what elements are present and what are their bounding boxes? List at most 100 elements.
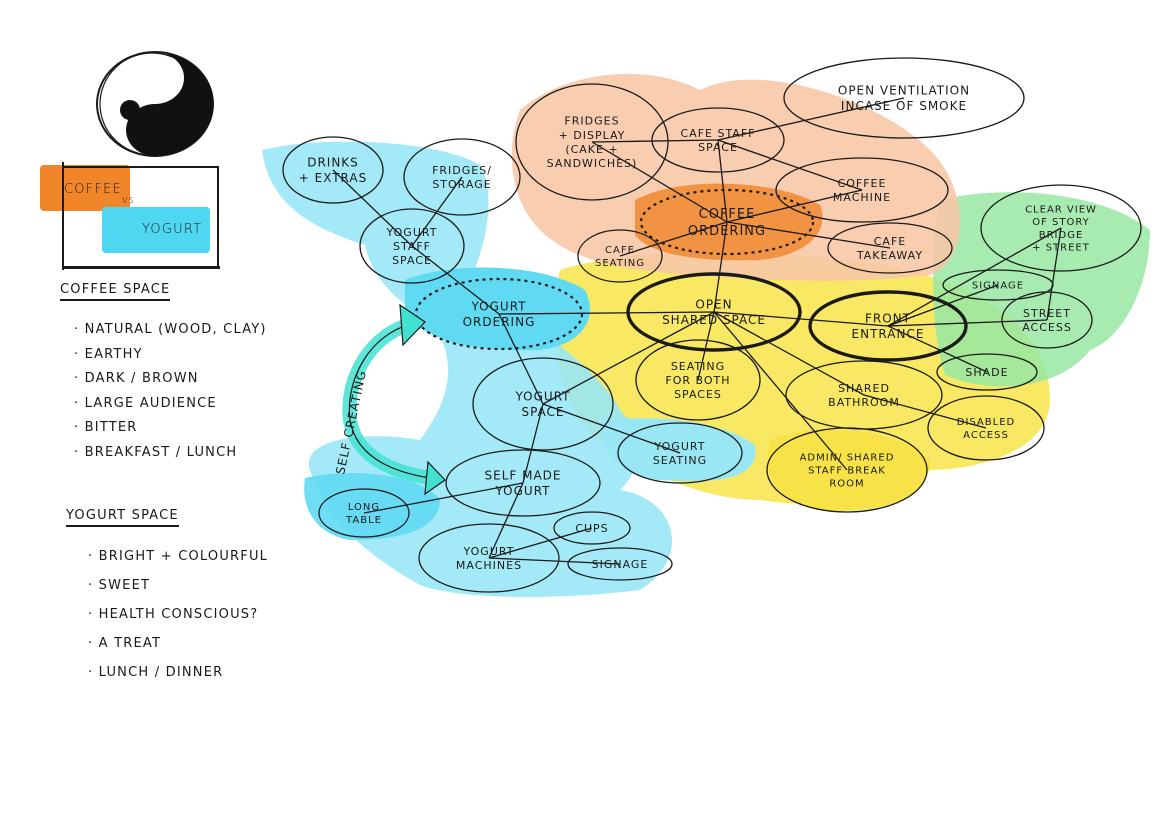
node-label: SPACES bbox=[674, 388, 722, 401]
connections bbox=[332, 97, 1062, 565]
shared-wash-2 bbox=[767, 429, 930, 511]
node-outline bbox=[577, 229, 663, 283]
node-label: CAFE bbox=[874, 235, 906, 248]
node-signage-front: SIGNAGE bbox=[942, 269, 1054, 301]
node-label: TABLE bbox=[345, 515, 382, 526]
list-item: EARTHY bbox=[74, 343, 267, 368]
legend-frame-right bbox=[217, 166, 219, 266]
yogurt-legend-label: YOGURT bbox=[142, 222, 203, 237]
node-label: CAFE STAFF bbox=[680, 127, 755, 140]
connector-coffee_ordering-coffee_machine bbox=[726, 189, 863, 223]
node-label: FRIDGES/ bbox=[432, 164, 492, 177]
node-outline bbox=[318, 488, 410, 538]
connector-front_entrance-signage_front bbox=[887, 284, 999, 327]
legend-frame-top bbox=[62, 166, 218, 168]
connector-coffee_ordering-cafe_takeaway bbox=[726, 221, 891, 249]
connector-drinks_extras-yogurt_staff_space bbox=[332, 169, 413, 247]
connector-self_made_yogurt-yogurt_machines bbox=[488, 482, 524, 559]
node-label: ROOM bbox=[829, 478, 864, 489]
node-label: SPACE bbox=[392, 254, 432, 267]
node-outline bbox=[282, 136, 384, 204]
node-label: SIGNAGE bbox=[592, 558, 649, 571]
node-outline bbox=[936, 353, 1038, 391]
connector-cafe_staff_space-coffee_ordering bbox=[717, 139, 728, 223]
node-label: MACHINES bbox=[456, 559, 522, 572]
connector-yogurt_machines-signage_yogurt bbox=[488, 557, 621, 565]
list-item: BREAKFAST / LUNCH bbox=[74, 441, 267, 466]
node-outline bbox=[927, 395, 1045, 461]
node-outline bbox=[553, 511, 631, 545]
list-item: NATURAL (WOOD, CLAY) bbox=[74, 318, 267, 343]
node-label: ACCESS bbox=[963, 430, 1009, 441]
node-outline bbox=[808, 290, 968, 362]
node-label: CAFE bbox=[605, 245, 635, 256]
node-label: STORAGE bbox=[432, 178, 491, 191]
yogurt-swatch bbox=[102, 207, 210, 253]
yogurt-space-heading: YOGURT SPACE bbox=[66, 508, 179, 527]
connector-open_shared_space-shared_bathroom bbox=[713, 311, 865, 396]
connector-open_shared_space-seating_both bbox=[697, 311, 715, 381]
node-label: INCASE OF SMOKE bbox=[841, 99, 967, 113]
node-label: OPEN VENTILATION bbox=[838, 84, 970, 98]
node-outline bbox=[515, 83, 669, 201]
node-label: SEATING bbox=[653, 454, 707, 467]
node-label: SHARED SPACE bbox=[662, 313, 766, 327]
coffee-swatch bbox=[40, 165, 130, 211]
node-label: CUPS bbox=[575, 522, 608, 535]
arrow-head-icon bbox=[399, 303, 426, 347]
node-label: YOGURT bbox=[386, 226, 438, 239]
node-label: YOGURT bbox=[495, 484, 551, 498]
node-label: ADMIN/ SHARED bbox=[800, 453, 895, 464]
arrow-head-icon bbox=[424, 460, 446, 496]
connector-front_entrance-street_access bbox=[887, 319, 1048, 327]
connector-open_shared_space-admin_staff bbox=[713, 311, 848, 471]
arrow-shaft-outline bbox=[348, 321, 431, 479]
list-item: DARK / BROWN bbox=[74, 367, 267, 392]
connector-shared_bathroom-disabled_access bbox=[863, 394, 987, 429]
node-label: STAFF BREAK bbox=[808, 466, 886, 477]
list-item: A TREAT bbox=[88, 629, 268, 658]
node-outline bbox=[359, 208, 465, 284]
node-label: STREET bbox=[1023, 307, 1071, 320]
yogurt-space-list: BRIGHT + COLOURFUL SWEET HEALTH CONSCIOU… bbox=[88, 542, 268, 687]
list-item: LARGE AUDIENCE bbox=[74, 392, 267, 417]
node-label: SIGNAGE bbox=[972, 281, 1024, 292]
node-label: (CAKE + bbox=[565, 143, 618, 156]
node-label: ORDERING bbox=[688, 224, 766, 239]
node-label: SPACE bbox=[521, 405, 564, 419]
node-label: STAFF bbox=[393, 240, 431, 253]
node-coffee-ordering: COFFEE ORDERING bbox=[639, 188, 815, 256]
node-label: COFFEE bbox=[699, 207, 756, 222]
connector-yogurt_staff_space-yogurt_ordering bbox=[411, 245, 500, 315]
node-outline bbox=[775, 157, 949, 223]
yin-yang-icon bbox=[96, 51, 214, 157]
node-label: FRIDGES bbox=[564, 115, 619, 128]
node-label: SEATING bbox=[595, 258, 645, 269]
node-label: YOGURT bbox=[471, 300, 527, 314]
node-outline bbox=[418, 523, 560, 593]
node-signage-yogurt: SIGNAGE bbox=[567, 547, 673, 581]
node-outline bbox=[567, 547, 673, 581]
connector-open_shared_space-yogurt_ordering bbox=[498, 311, 715, 315]
node-outline bbox=[414, 277, 584, 351]
node-outline bbox=[403, 138, 521, 216]
connector-open_ventilation-cafe_staff_space bbox=[717, 97, 905, 141]
list-item: BRIGHT + COLOURFUL bbox=[88, 542, 268, 571]
node-label: + DISPLAY bbox=[559, 129, 626, 142]
coffee-space-list: NATURAL (WOOD, CLAY) EARTHY DARK / BROWN… bbox=[74, 318, 267, 465]
node-label: FOR BOTH bbox=[665, 374, 730, 387]
node-outline bbox=[617, 422, 743, 484]
entrance-wash bbox=[933, 192, 1150, 387]
node-label: ACCESS bbox=[1022, 321, 1072, 334]
node-label: SHARED bbox=[838, 382, 890, 395]
